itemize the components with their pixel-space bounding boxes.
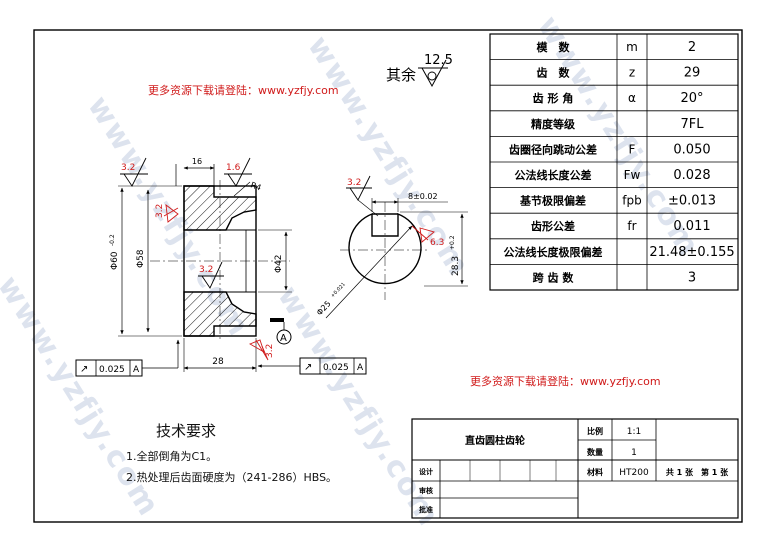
approve-label: 批准	[419, 505, 433, 514]
datum-label: A	[280, 333, 287, 344]
param-value: 20°	[680, 91, 703, 106]
dim-keyway-depth-tolerance: +0.2	[449, 235, 456, 250]
param-symbol: Fw	[624, 168, 641, 182]
param-value: 0.028	[673, 168, 710, 183]
param-value: 0.011	[673, 219, 710, 234]
roughness-value: 3.2	[199, 265, 213, 275]
design-label: 设计	[419, 467, 433, 476]
param-name: 齿形公差	[531, 219, 575, 233]
dim-outer-diameter-tolerance: -0.2	[109, 234, 116, 246]
sheet-count: 共 1 张 第 1 张	[666, 467, 729, 477]
param-value: 3	[688, 270, 696, 285]
scale-value: 1:1	[627, 427, 641, 437]
gdt-frame-right: ↗ 0.025 A	[257, 357, 367, 375]
param-symbol: F	[629, 142, 636, 156]
param-value: 29	[684, 66, 701, 81]
gdt-datum: A	[133, 365, 140, 375]
review-label: 审核	[419, 486, 433, 495]
roughness-symbol-icon	[418, 59, 448, 88]
param-symbol: α	[628, 91, 636, 105]
promo-text: 更多资源下载请登陆：www.yzfjy.com	[470, 375, 661, 388]
runout-icon: ↗	[304, 362, 312, 373]
param-name: 精度等级	[531, 117, 576, 131]
roughness-value: 3.2	[347, 178, 361, 188]
runout-icon: ↗	[80, 364, 88, 375]
param-value: 21.48±0.155	[649, 245, 734, 260]
material-label: 材料	[587, 467, 603, 477]
gdt-frame-left: ↗ 0.025 A	[75, 339, 180, 377]
param-symbol: z	[629, 66, 635, 80]
roughness-value: 3.2	[121, 163, 135, 173]
gdt-value: 0.025	[323, 363, 349, 373]
param-name: 公法线长度公差	[515, 168, 592, 182]
param-name: 齿 形 角	[533, 91, 574, 105]
param-symbol: fpb	[622, 194, 641, 208]
dim-shaft-diameter-tolerance: +0.021	[330, 282, 347, 300]
tech-requirement-item: 2.热处理后齿面硬度为（241-286）HBS。	[126, 471, 338, 484]
dim-fillet-radius: R4	[249, 180, 262, 192]
bore-keyway-view: 8±0.02 28.3 +0.2 Φ25 +0.021 3.2 6.3	[315, 175, 468, 319]
roughness-value: 3.2	[265, 344, 275, 358]
part-name: 直齿圆柱齿轮	[465, 434, 525, 447]
param-symbol: m	[626, 40, 638, 54]
param-name: 模 数	[537, 40, 571, 54]
scale-label: 比例	[587, 426, 603, 436]
rest-label: 其余	[386, 66, 416, 84]
promo-text: 更多资源下载请登陆：www.yzfjy.com	[148, 84, 339, 97]
tech-requirement-item: 1.全部倒角为C1。	[126, 450, 218, 463]
gear-parameter-table: 模 数 齿 数 齿 形 角 精度等级 齿圈径向跳动公差 公法线长度公差 基节极限…	[489, 33, 739, 291]
param-value: 7FL	[681, 117, 705, 132]
param-value: 2	[688, 40, 696, 55]
param-name: 齿圈径向跳动公差	[509, 142, 597, 156]
gdt-datum: A	[357, 363, 364, 373]
dim-step-diameter: Φ58	[136, 249, 146, 268]
gear-section-view: 16 28 Φ60 -0.2 Φ58 Φ42 R4 3.2	[109, 157, 292, 372]
dim-outer-diameter: Φ60	[110, 251, 120, 270]
title-block: 直齿圆柱齿轮 比例 1:1 数量 1 材料 HT200 共 1 张 第 1 张 …	[411, 418, 739, 519]
roughness-value: 3.2	[155, 204, 165, 218]
dim-total-width: 28	[212, 357, 224, 367]
quantity-value: 1	[631, 448, 637, 458]
param-name: 公法线长度极限偏差	[504, 245, 603, 259]
roughness-value: 1.6	[226, 163, 241, 173]
param-value: ±0.013	[668, 194, 716, 209]
rest-roughness-value: 12.5	[424, 53, 453, 68]
material-value: HT200	[619, 468, 649, 478]
param-name: 基节极限偏差	[519, 194, 586, 208]
dim-keyway-depth: 28.3	[451, 256, 461, 276]
param-value: 0.050	[673, 142, 710, 157]
param-name: 齿 数	[537, 66, 571, 80]
drawing-border	[33, 29, 743, 523]
dim-hub-width: 16	[192, 157, 202, 166]
dim-bore-diameter: Φ42	[274, 254, 284, 273]
quantity-label: 数量	[587, 447, 603, 457]
param-name: 跨 齿 数	[533, 270, 575, 284]
tech-requirements-title: 技术要求	[156, 422, 217, 440]
gdt-value: 0.025	[99, 365, 125, 375]
dim-keyway-width: 8±0.02	[408, 192, 438, 201]
param-symbol: fr	[627, 219, 636, 233]
roughness-value: 6.3	[430, 238, 444, 248]
dim-shaft-diameter: Φ25	[315, 299, 333, 317]
rest-roughness-note: 其余 12.5	[386, 53, 453, 88]
